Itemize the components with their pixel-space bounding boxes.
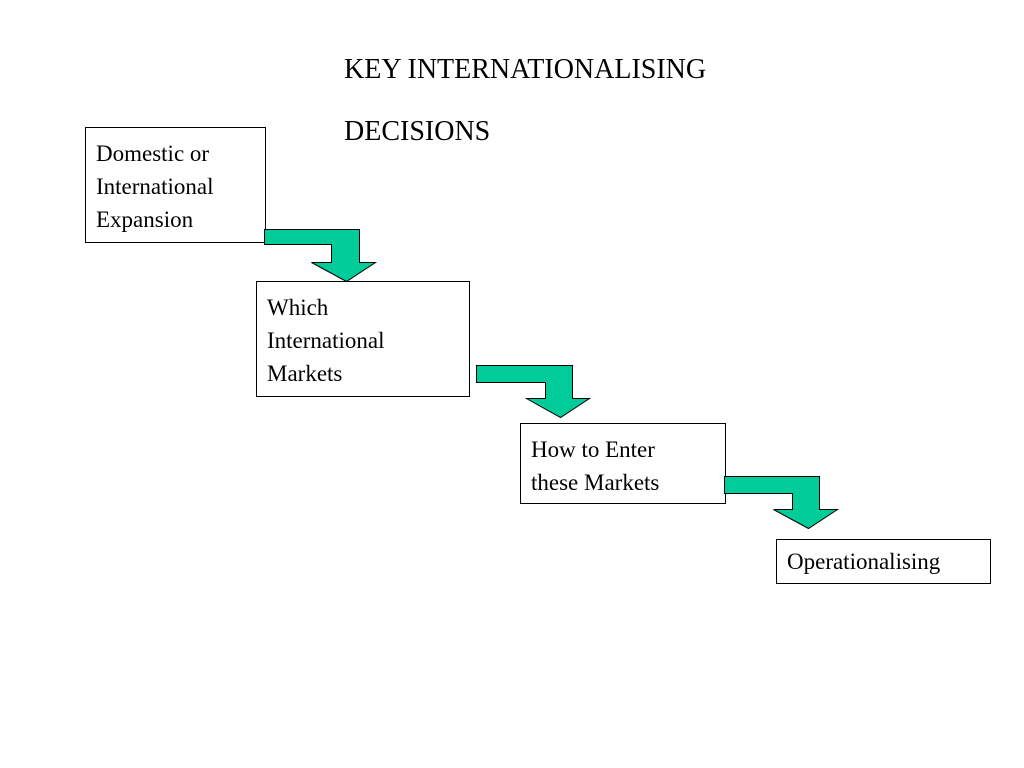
- title-line-2: DECISIONS: [344, 116, 491, 147]
- step-1-line-1: Domestic or: [96, 141, 210, 166]
- step-3-line-1: How to Enter: [531, 437, 655, 462]
- step-box-domestic-or-international: Domestic or International Expansion: [85, 127, 266, 243]
- step-1-line-3: Expansion: [96, 207, 194, 232]
- step-2-line-1: Which: [267, 295, 329, 320]
- step-box-operationalising: Operationalising: [776, 539, 991, 584]
- step-2-line-2: International: [267, 328, 385, 353]
- bent-arrow-icon-3: [724, 476, 840, 530]
- step-box-how-to-enter: How to Enter these Markets: [520, 423, 726, 504]
- step-2-line-3: Markets: [267, 361, 343, 386]
- step-1-line-2: International: [96, 174, 214, 199]
- bent-arrow-icon-2: [476, 365, 592, 419]
- title-line-1: KEY INTERNATIONALISING: [344, 54, 707, 85]
- step-4-line-1: Operationalising: [787, 549, 941, 574]
- step-3-line-2: these Markets: [531, 470, 660, 495]
- bent-arrow-icon-1: [264, 229, 378, 283]
- step-box-which-markets: Which International Markets: [256, 281, 470, 397]
